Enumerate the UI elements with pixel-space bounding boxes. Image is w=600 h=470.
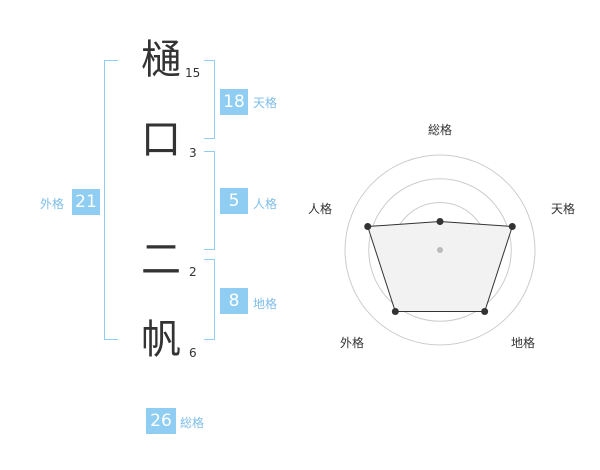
radar-point-4 [391, 307, 399, 315]
name-char-1: 樋 [141, 37, 181, 83]
jinkaku-bracket [204, 151, 215, 250]
chikaku-value-badge: 8 [220, 288, 248, 314]
name-char-3: 二 [141, 237, 181, 283]
stroke-count-4: 6 [189, 346, 197, 360]
soukaku-label: 総格 [180, 416, 205, 430]
radar-points [364, 218, 516, 315]
chikaku-label: 地格 [253, 297, 278, 311]
radar-ring [344, 154, 536, 346]
jinkaku-value-badge: 5 [220, 188, 248, 214]
radar-point-1 [436, 218, 444, 225]
radar-chart [344, 154, 536, 346]
gaikaku-bracket [104, 60, 118, 340]
gaikaku-label: 外格 [40, 197, 65, 211]
radar-point-3 [481, 307, 489, 315]
name-char-2: 口 [141, 117, 181, 163]
radar-polygon [367, 220, 513, 312]
jinkaku-label: 人格 [253, 197, 278, 211]
radar-center-dot [437, 247, 443, 253]
radar-axis-label-jinkaku: 人格 [308, 202, 333, 216]
radar-point-2 [508, 223, 516, 231]
radar-axis-label-chikaku: 地格 [511, 336, 536, 350]
radar-ring [368, 178, 512, 322]
radar-axis-label-tenkaku: 天格 [551, 202, 576, 216]
name-char-4: 帆 [141, 317, 181, 363]
tenkaku-label: 天格 [253, 96, 278, 110]
stroke-count-3: 2 [189, 265, 197, 279]
chikaku-bracket [204, 259, 215, 340]
gaikaku-value-badge: 21 [72, 189, 100, 215]
tenkaku-bracket [204, 60, 215, 139]
radar-point-5 [364, 223, 372, 231]
tenkaku-value-badge: 18 [220, 89, 248, 115]
radar-axis-label-gaikaku: 外格 [340, 336, 365, 350]
stroke-count-2: 3 [189, 146, 197, 160]
stroke-count-1: 15 [185, 66, 201, 80]
radar-axis-label-soukaku: 総格 [428, 123, 453, 137]
soukaku-value-badge: 26 [146, 408, 176, 434]
